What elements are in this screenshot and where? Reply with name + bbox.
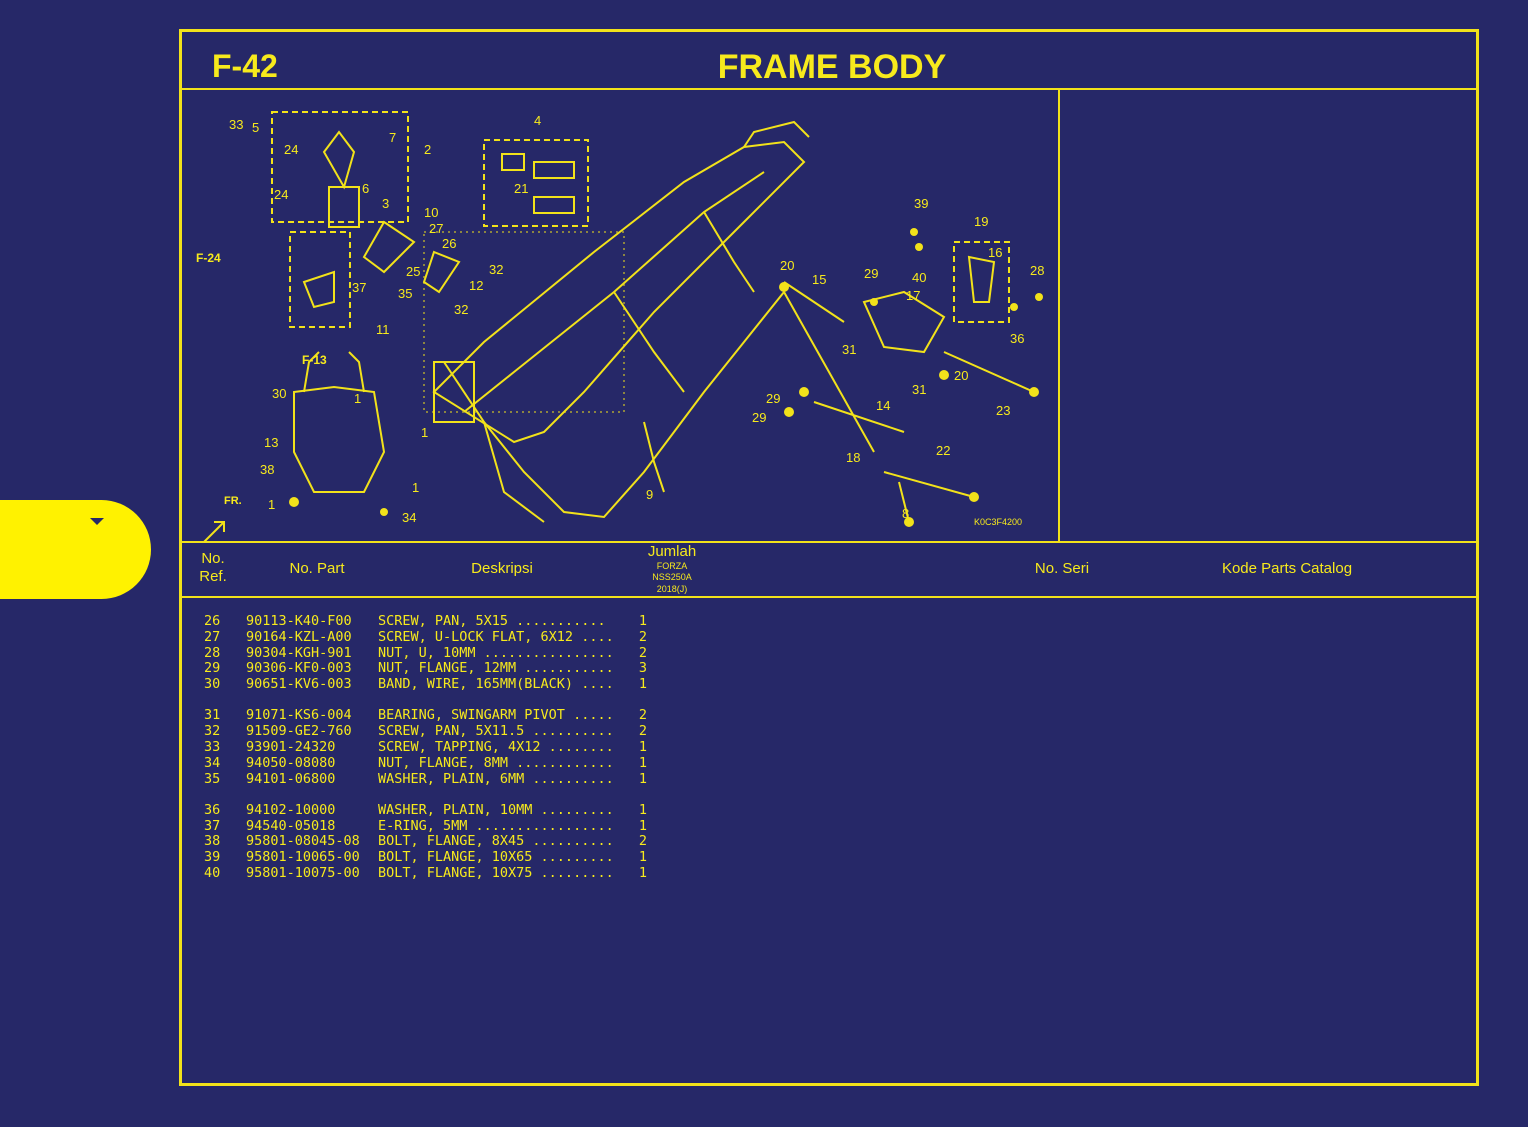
callout: 9 [646, 487, 653, 502]
callout: 34 [402, 510, 416, 525]
callout: 22 [936, 443, 950, 458]
front-direction-label: FR. [224, 495, 242, 507]
callout: 28 [1030, 263, 1044, 278]
callout: 6 [362, 181, 369, 196]
callout: 11 [376, 322, 390, 337]
header-description: Deskripsi [471, 560, 533, 577]
callout: 38 [260, 462, 274, 477]
callout: 3 [382, 196, 389, 211]
page-title: FRAME BODY [717, 48, 947, 86]
callout: 20 [954, 368, 968, 383]
ref-f13-label: F-13 [302, 353, 327, 367]
callout: 20 [780, 258, 794, 273]
callout: 2 [424, 142, 431, 157]
callout: 29 [766, 391, 780, 406]
callout: 4 [534, 113, 541, 128]
divider [182, 541, 1476, 543]
callout: 25 [406, 264, 420, 279]
diagram-image-code: K0C3F4200 [974, 517, 1022, 527]
callout: 10 [424, 205, 438, 220]
callout: 40 [912, 270, 926, 285]
callout: 31 [912, 382, 926, 397]
callout: 16 [988, 245, 1002, 260]
callout: 31 [842, 342, 856, 357]
header-qty-type: NSS250A [652, 572, 692, 582]
exploded-parts-diagram: 33 5 7 2 24 24 6 3 4 21 10 27 26 25 32 1… [196, 111, 1044, 542]
callout: 37 [352, 280, 366, 295]
callout: 32 [489, 262, 503, 277]
callout: 23 [996, 403, 1010, 418]
callout: 7 [389, 130, 396, 145]
header-ref: No. Ref. [199, 550, 227, 585]
callout: 1 [412, 480, 419, 495]
catalog-page: F-42 FRAME BODY [179, 29, 1479, 1086]
header-qty-model: FORZA [656, 561, 688, 571]
callout: 29 [864, 266, 878, 281]
callout: 15 [812, 272, 826, 287]
callout: 21 [514, 181, 528, 196]
callout: 1 [268, 497, 275, 512]
header-part-number: No. Part [289, 560, 345, 577]
header-qty-year: 2018(J) [656, 584, 688, 594]
header-quantity: Jumlah [647, 543, 697, 560]
callout: 24 [284, 142, 298, 157]
callout: 35 [398, 286, 412, 301]
rubber-group [483, 139, 589, 227]
callout: 33 [229, 117, 243, 132]
callout: 24 [274, 187, 288, 202]
callout: 29 [752, 410, 766, 425]
callout: 14 [876, 398, 890, 413]
page-code: F-42 [212, 48, 278, 84]
frame-outline [432, 140, 806, 444]
divider [1058, 88, 1060, 542]
callout: 30 [272, 386, 286, 401]
bracket-group [271, 111, 409, 223]
callout: 1 [354, 391, 361, 406]
callout: 13 [264, 435, 278, 450]
callout: 26 [442, 236, 456, 251]
callout: 17 [906, 288, 920, 303]
header-serial-number: No. Seri [1034, 560, 1090, 577]
divider [182, 88, 1476, 90]
callout: 12 [469, 278, 483, 293]
callout: 18 [846, 450, 860, 465]
callout: 8 [902, 506, 909, 521]
callout: 32 [454, 302, 468, 317]
divider [182, 596, 1476, 598]
ref-f24-label: F-24 [196, 251, 221, 265]
side-tab[interactable] [0, 500, 151, 599]
dropdown-arrow-icon[interactable] [90, 518, 104, 525]
header-catalog-code: Kode Parts Catalog [1221, 560, 1353, 577]
callout: 1 [421, 425, 428, 440]
callout: 5 [252, 120, 259, 135]
callout: 27 [429, 221, 443, 236]
callout: 36 [1010, 331, 1024, 346]
callout: 19 [974, 214, 988, 229]
callout: 39 [914, 196, 928, 211]
